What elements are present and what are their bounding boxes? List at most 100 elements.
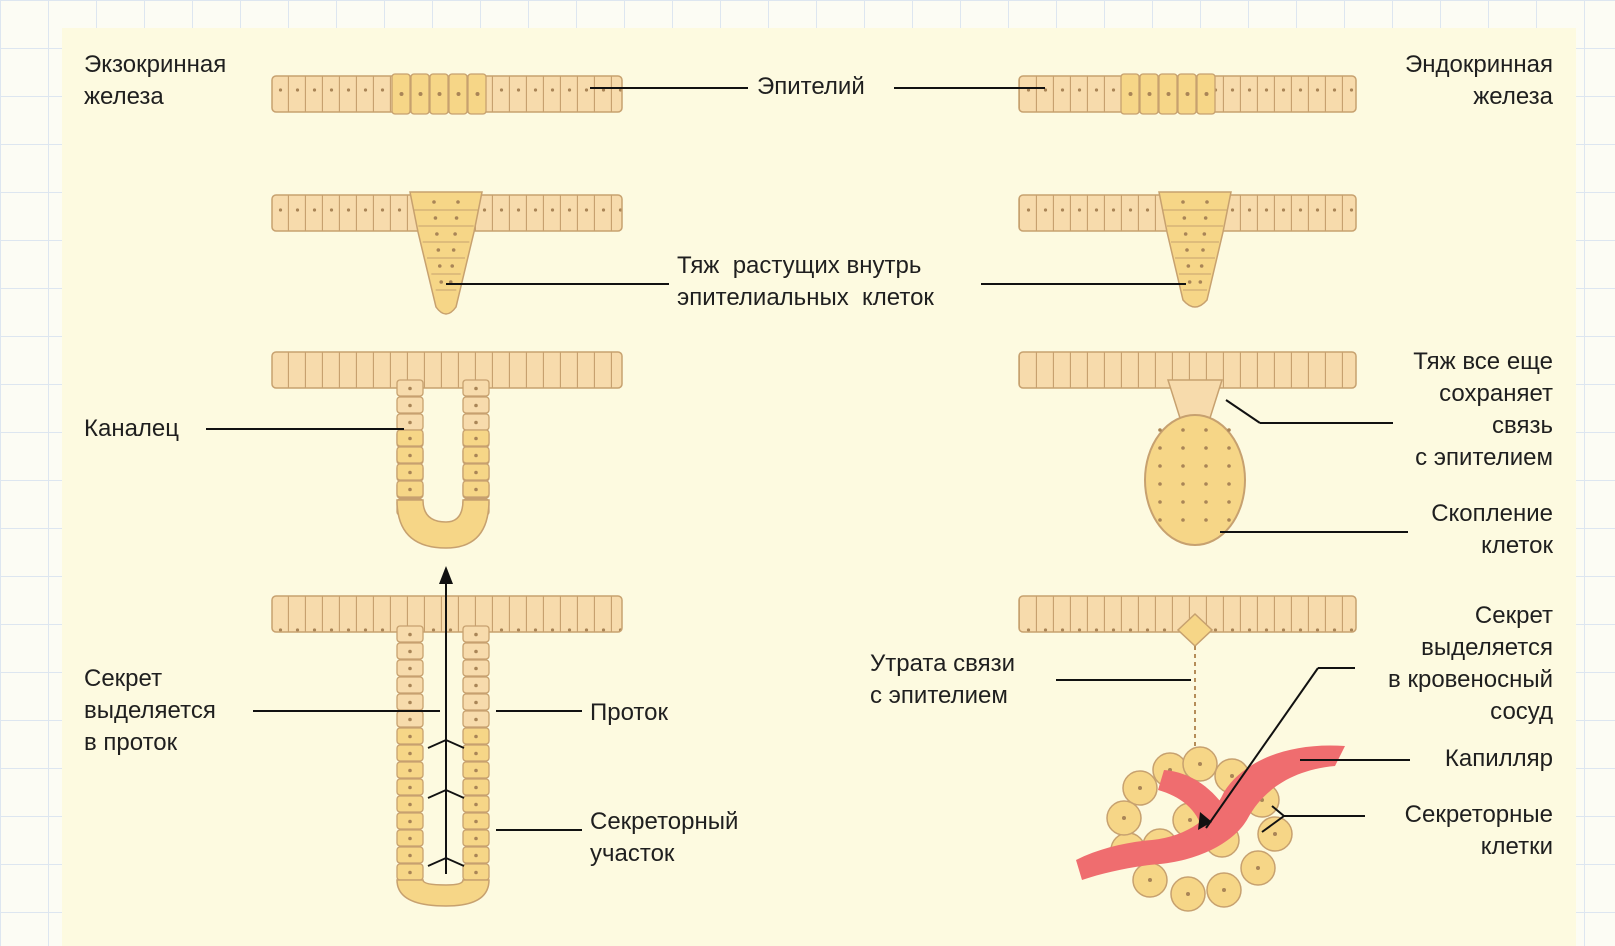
cell-nucleus <box>474 871 478 875</box>
cell-nucleus <box>452 248 456 252</box>
cell-nucleus <box>408 718 412 722</box>
cell-nucleus <box>408 684 412 688</box>
cell-nucleus <box>1181 482 1185 486</box>
exocrine-title: Экзокринная железа <box>84 49 226 113</box>
duct-bottom <box>397 880 489 906</box>
cell-nucleus <box>408 803 412 807</box>
cell-nucleus <box>1158 500 1162 504</box>
cell-nucleus <box>1273 832 1277 836</box>
cell-nucleus <box>1167 92 1171 96</box>
secretion-into-duct-label: Секрет выделяется в проток <box>84 663 216 759</box>
loss-connection-label: Утрата связи с эпителием <box>870 648 1015 712</box>
cell-nucleus <box>474 454 478 458</box>
cell-nucleus <box>408 769 412 773</box>
cell-nucleus <box>1129 92 1133 96</box>
cell-nucleus <box>408 752 412 756</box>
canal-bottom <box>397 500 489 548</box>
cell-nucleus <box>1201 248 1205 252</box>
cell-nucleus <box>1204 500 1208 504</box>
cell-nucleus <box>453 232 457 236</box>
cell-nucleus <box>474 471 478 475</box>
cell-nucleus <box>1122 816 1126 820</box>
epithelium-label: Эпителий <box>757 71 865 103</box>
cell-nucleus <box>408 488 412 492</box>
cell-nucleus <box>474 769 478 773</box>
cell-nucleus <box>1227 428 1231 432</box>
cell-nucleus <box>1181 500 1185 504</box>
cell-nucleus <box>1148 92 1152 96</box>
cell-nucleus <box>474 735 478 739</box>
duct-arrow-head <box>439 566 453 584</box>
cell-nucleus <box>408 633 412 637</box>
cord-label: Тяж растущих внутрь эпителиальных клеток <box>677 250 934 314</box>
cluster-neck <box>1168 380 1222 418</box>
secretory-cells-label: Секреторные клетки <box>1330 799 1553 863</box>
cell-nucleus <box>474 752 478 756</box>
cell-nucleus <box>1204 518 1208 522</box>
cell-nucleus <box>434 216 438 220</box>
cell-nucleus <box>476 92 480 96</box>
cell-nucleus <box>408 820 412 824</box>
cell-nucleus <box>438 264 442 268</box>
cell-nucleus <box>474 837 478 841</box>
cell-nucleus <box>408 871 412 875</box>
cell-nucleus <box>408 837 412 841</box>
cell-nucleus <box>438 92 442 96</box>
cell-cluster <box>1145 415 1245 545</box>
secretory-region-label: Секреторный участок <box>590 806 738 870</box>
cell-nucleus <box>408 454 412 458</box>
cell-nucleus <box>1256 866 1260 870</box>
cell-nucleus <box>474 684 478 688</box>
cell-nucleus <box>474 786 478 790</box>
cell-nucleus <box>408 735 412 739</box>
cell-nucleus <box>1158 464 1162 468</box>
cell-nucleus <box>408 854 412 858</box>
cell-nucleus <box>1158 518 1162 522</box>
cell-nucleus <box>437 248 441 252</box>
cell-nucleus <box>408 786 412 790</box>
cell-nucleus <box>408 701 412 705</box>
cell-nucleus <box>1222 888 1226 892</box>
cell-nucleus <box>1203 232 1207 236</box>
cell-nucleus <box>1148 878 1152 882</box>
cell-nucleus <box>1158 446 1162 450</box>
cell-nucleus <box>1184 232 1188 236</box>
cell-nucleus <box>474 437 478 441</box>
cord-connection-line-a <box>1226 400 1260 423</box>
cell-nucleus <box>1181 518 1185 522</box>
duct-label: Проток <box>590 697 668 729</box>
cell-nucleus <box>1181 428 1185 432</box>
cell-nucleus <box>457 92 461 96</box>
epithelium-strip <box>272 352 622 388</box>
cell-nucleus <box>1188 818 1192 822</box>
cell-nucleus <box>432 200 436 204</box>
cell-nucleus <box>474 854 478 858</box>
endocrine-title: Эндокринная железа <box>1340 49 1553 113</box>
cell-nucleus <box>1181 446 1185 450</box>
cell-nucleus <box>408 404 412 408</box>
cell-nucleus <box>439 280 443 284</box>
secretion-into-vessel-label: Секрет выделяется в кровеносный сосуд <box>1300 600 1553 728</box>
cell-nucleus <box>1204 446 1208 450</box>
cell-nucleus <box>1204 464 1208 468</box>
cell-nucleus <box>474 650 478 654</box>
cell-nucleus <box>474 701 478 705</box>
cell-nucleus <box>400 92 404 96</box>
cell-nucleus <box>474 633 478 637</box>
cell-nucleus <box>1158 482 1162 486</box>
cell-nucleus <box>474 488 478 492</box>
cell-nucleus <box>1205 92 1209 96</box>
cell-nucleus <box>456 200 460 204</box>
cell-nucleus <box>1204 428 1208 432</box>
cell-nucleus <box>408 471 412 475</box>
epithelium-strips <box>272 76 1356 632</box>
cell-nucleus <box>1204 216 1208 220</box>
cluster-label: Скопление клеток <box>1330 498 1553 562</box>
cell-nucleus <box>1199 280 1203 284</box>
cell-nucleus <box>474 718 478 722</box>
cell-nucleus <box>1198 762 1202 766</box>
cell-nucleus <box>1204 482 1208 486</box>
cell-nucleus <box>1227 464 1231 468</box>
cell-nucleus <box>1186 892 1190 896</box>
cell-nucleus <box>1205 200 1209 204</box>
